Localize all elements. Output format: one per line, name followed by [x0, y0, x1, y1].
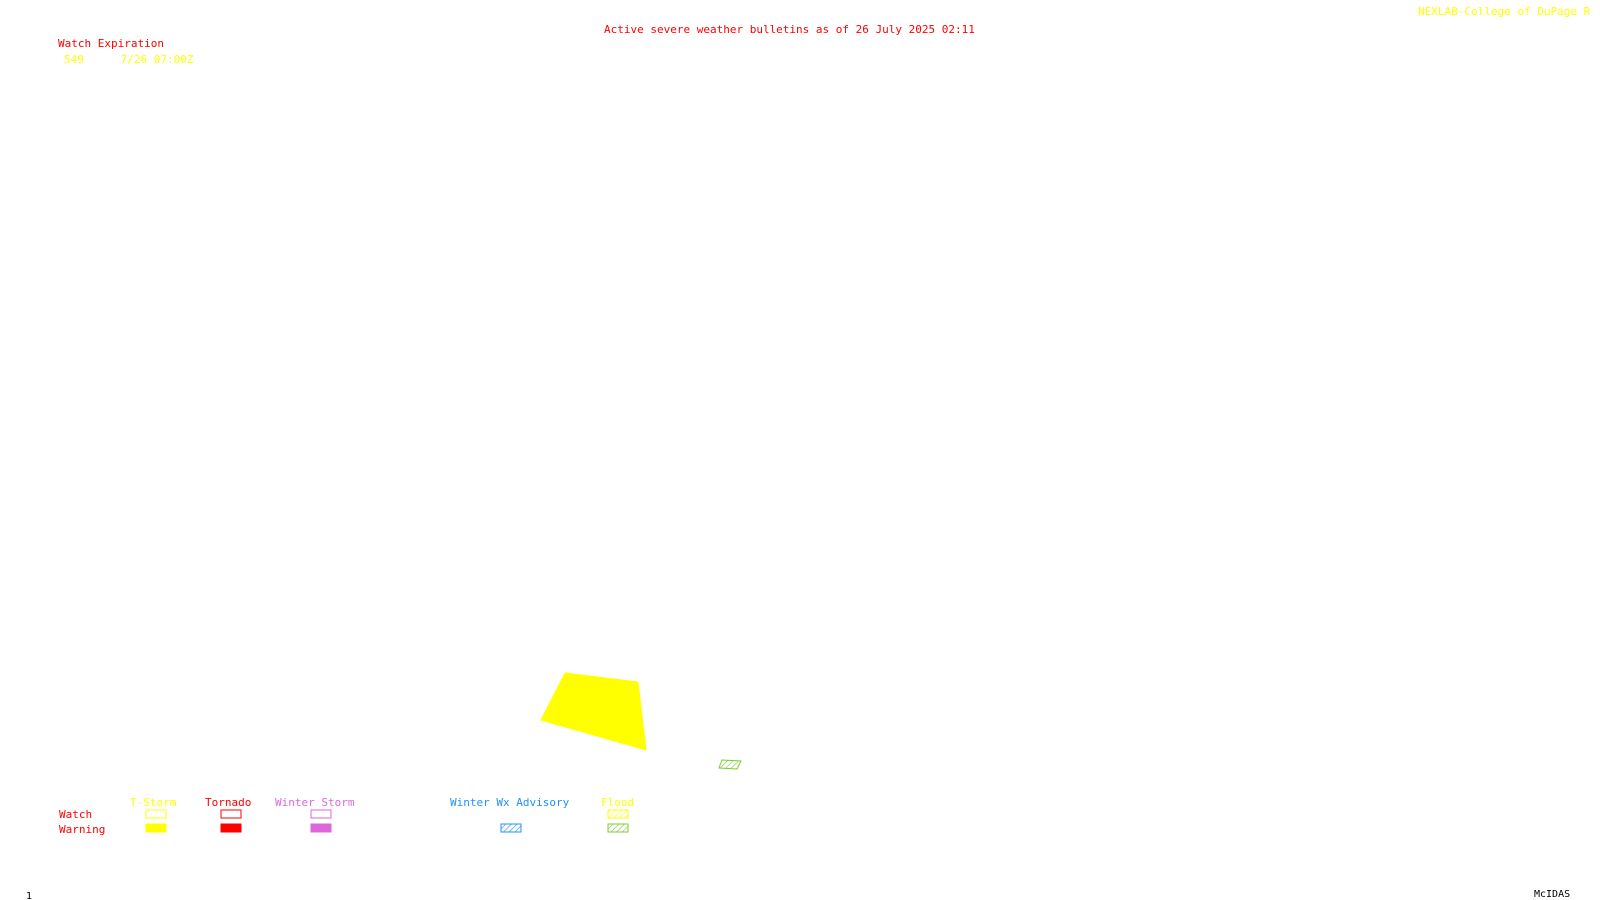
- tornado-warning-swatch: [220, 823, 242, 833]
- legend-watch-label: Watch: [59, 808, 93, 821]
- legend-tornado-label: Tornado: [205, 796, 252, 809]
- tstorm-warning-swatch: [145, 823, 167, 833]
- legend-tstorm-label: T-Storm: [130, 796, 177, 809]
- bulletin-title: Active severe weather bulletins as of 26…: [604, 23, 975, 36]
- flood-watch-swatch: [607, 809, 629, 819]
- tornado-watch-swatch: [220, 809, 242, 819]
- flood-warning-polygon: [718, 759, 742, 770]
- tstorm-watch-swatch: [145, 809, 167, 819]
- legend-winter-storm-label: Winter Storm: [275, 796, 355, 809]
- legend-warning-label: Warning: [59, 823, 106, 836]
- watch-expiration-heading: Watch Expiration: [58, 37, 164, 50]
- legend-winter-wx-advisory-label: Winter Wx Advisory: [450, 796, 570, 809]
- winter-storm-watch-swatch: [310, 809, 332, 819]
- winter-wx-advisory-swatch: [500, 823, 522, 833]
- source-credit: NEXLAB-College of DuPage R: [1418, 5, 1591, 18]
- watch-expiration-time: 7/26 07:00Z: [120, 53, 194, 66]
- flood-warning-swatch: [607, 823, 629, 833]
- tstorm-warning-polygon: [540, 672, 647, 751]
- winter-storm-warning-swatch: [310, 823, 332, 833]
- frame-number: 1: [26, 891, 33, 900]
- watch-number: 549: [64, 53, 84, 66]
- software-label: McIDAS: [1534, 889, 1571, 900]
- legend-flood-label: Flood: [601, 796, 635, 809]
- watch-row: 549 7/26 07:00Z: [64, 53, 193, 66]
